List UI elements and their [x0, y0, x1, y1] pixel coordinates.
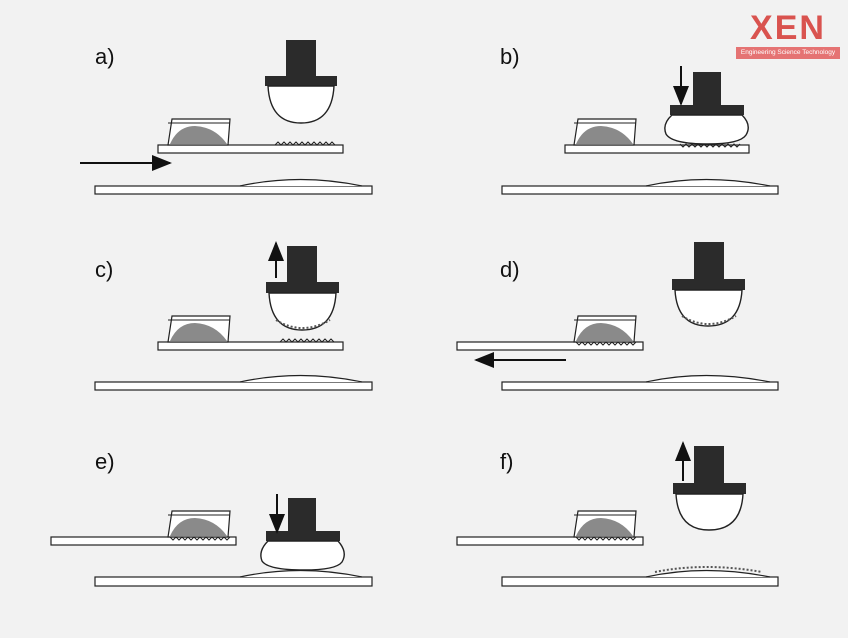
logo-tagline: Engineering Science Technology [736, 47, 840, 59]
target-substrate [501, 381, 779, 391]
target-substrate [501, 576, 779, 587]
stamp-flange [265, 76, 337, 86]
substrate-mound [239, 178, 363, 187]
donor-texture [575, 341, 637, 346]
donor-texture [575, 536, 637, 541]
stamp-flange [266, 531, 340, 541]
stamp-shaft [694, 446, 724, 483]
stamp-dome [267, 85, 335, 124]
printed-pattern [654, 566, 763, 573]
donor-plate [564, 144, 750, 154]
stamp-shaft [288, 498, 316, 531]
ink-fill [170, 323, 227, 341]
panel-c [94, 241, 373, 391]
substrate-mound [645, 374, 771, 383]
donor-plate [50, 536, 237, 546]
stamp-flange [672, 279, 745, 290]
ink-fill [576, 518, 633, 536]
stamp-dome [260, 540, 345, 571]
logo-word: XEN [750, 9, 826, 47]
substrate-mound [239, 374, 363, 383]
substrate-mound [645, 178, 771, 187]
stamp-flange [670, 105, 744, 115]
panel-e [50, 494, 373, 587]
stamp-ink-dots [681, 315, 737, 325]
substrate-mound [239, 569, 363, 578]
panel-label-c: c) [95, 257, 114, 282]
ink-fill [170, 126, 227, 144]
donor-plate [456, 341, 644, 351]
target-substrate [94, 381, 373, 391]
panel-label-a: a) [95, 44, 115, 69]
ink-fill [576, 323, 633, 341]
donor-plate [456, 536, 644, 546]
target-substrate [501, 185, 779, 195]
donor-texture [279, 338, 335, 343]
stamp-dome [674, 289, 743, 327]
stamp-dome [675, 493, 744, 531]
stamp-flange [673, 483, 746, 494]
panel-label-d: d) [500, 257, 520, 282]
panel-f [456, 441, 779, 587]
stamp-shaft [286, 40, 316, 76]
target-substrate [94, 576, 373, 587]
panel-label-b: b) [500, 44, 520, 69]
target-substrate [94, 185, 373, 195]
substrate-mound [645, 569, 771, 578]
stamp-shaft [693, 72, 721, 105]
panel-d [456, 242, 779, 391]
donor-plate [157, 341, 344, 351]
stamp-shaft [694, 242, 724, 279]
donor-plate [157, 144, 344, 154]
ink-fill [576, 126, 633, 144]
stamp-dome [664, 114, 749, 145]
stamp-ink-dots [275, 319, 331, 329]
ink-fill [170, 518, 227, 536]
panel-b [501, 66, 779, 195]
donor-texture [169, 536, 231, 541]
xen-logo: XEN Engineering Science Technology [736, 10, 840, 60]
stamp-shaft [287, 246, 317, 282]
panel-a [80, 40, 373, 195]
stamp-dome [268, 292, 337, 331]
stamp-flange [266, 282, 339, 293]
panel-label-f: f) [500, 449, 514, 474]
panel-label-e: e) [95, 449, 115, 474]
donor-texture [274, 141, 336, 146]
stamp-texture [679, 143, 741, 148]
